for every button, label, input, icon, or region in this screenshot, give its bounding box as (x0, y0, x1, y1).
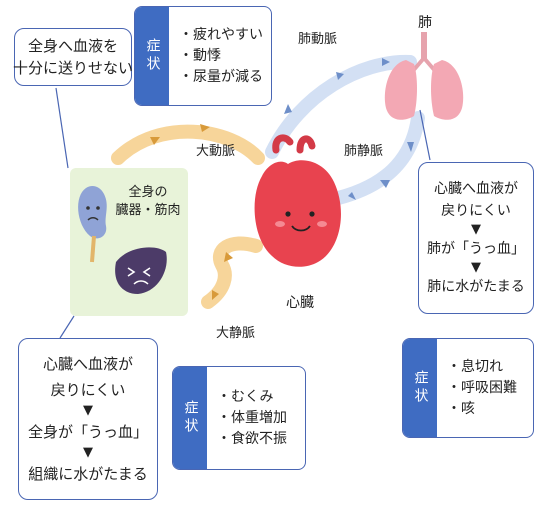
label-pulmonary-vein: 肺静脈 (344, 144, 384, 159)
label-aorta: 大動脈 (196, 144, 236, 159)
lungs-illustration (384, 32, 464, 120)
organs-label-line-1: 全身の (128, 185, 168, 200)
organs-label: 全身の 臓器・筋肉 (108, 184, 188, 220)
symptom-tag: 症状 (173, 367, 207, 469)
symptom-tag: 症状 (403, 339, 437, 437)
body-callout-line: 全身が「うっ血」 (27, 423, 148, 441)
lung-callout-line: 戻りにくい (441, 203, 511, 219)
body-callout-line: 心臓へ血液が (42, 355, 133, 373)
symptom-list: ・息切れ ・呼吸困難 ・咳 (447, 339, 517, 437)
symptom-item: ・息切れ (447, 358, 503, 375)
callout-line-2: 十分に送りせない (13, 59, 134, 77)
symptom-box-respiratory: 症状 ・息切れ ・呼吸困難 ・咳 (402, 338, 534, 438)
symptom-tag-text: 症状 (182, 400, 199, 436)
symptom-tag: 症状 (135, 7, 169, 105)
label-vena-cava: 大静脈 (216, 326, 256, 341)
vena-cava-vessel (201, 236, 263, 309)
symptom-item: ・体重増加 (217, 409, 287, 426)
label-pulmonary-artery: 肺動脈 (298, 32, 338, 47)
symptom-list: ・疲れやすい ・動悸 ・尿量が減る (179, 7, 263, 105)
callout-pointer-top-left (55, 87, 69, 169)
heart-illustration (254, 134, 341, 267)
label-lungs: 肺 (418, 15, 432, 31)
symptom-tag-text: 症状 (412, 370, 429, 406)
symptom-item: ・尿量が減る (179, 68, 263, 85)
symptom-item: ・呼吸困難 (447, 379, 517, 396)
symptom-item: ・むくみ (217, 388, 274, 405)
callout-lung-congestion: 心臓へ血液が 戻りにくい ▼ 肺が「うっ血」 ▼ 肺に水がたまる (418, 162, 534, 314)
label-heart: 心臓 (286, 295, 314, 311)
kidney-illustration (78, 186, 107, 263)
symptom-box-systemic: 症状 ・むくみ ・体重増加 ・食欲不振 (172, 366, 306, 470)
down-triangle-icon: ▼ (83, 445, 93, 460)
down-triangle-icon: ▼ (471, 222, 481, 237)
symptom-list: ・むくみ ・体重増加 ・食欲不振 (217, 367, 287, 469)
down-triangle-icon: ▼ (83, 403, 93, 418)
body-callout-line: 組織に水がたまる (28, 465, 148, 483)
pulmonary-artery-vessel (265, 54, 417, 159)
symptom-item: ・咳 (447, 400, 475, 417)
organs-label-line-2: 臓器・筋肉 (115, 203, 181, 218)
symptom-tag-text: 症状 (144, 38, 161, 74)
aorta-arrows (150, 124, 210, 145)
liver-illustration (115, 247, 167, 294)
pulmonary-vein-arrows (348, 142, 414, 200)
callout-systemic-congestion: 心臓へ血液が 戻りにくい ▼ 全身が「うっ血」 ▼ 組織に水がたまる (18, 338, 158, 500)
symptom-item: ・疲れやすい (179, 26, 263, 43)
symptom-box-general: 症状 ・疲れやすい ・動悸 ・尿量が減る (134, 6, 272, 106)
symptom-item: ・動悸 (179, 47, 221, 64)
lung-callout-line: 心臓へ血液が (434, 181, 518, 197)
pulmonary-artery-arrows (284, 58, 390, 114)
callout-pointer-lung (419, 109, 431, 161)
pulmonary-vein-vessel (323, 111, 425, 207)
callout-pointer-bottom-left (59, 315, 75, 339)
callout-line-1: 全身へ血液を (27, 37, 118, 55)
lung-callout-line: 肺に水がたまる (427, 279, 525, 295)
symptom-item: ・食欲不振 (217, 430, 287, 447)
vena-cava-arrows (212, 252, 233, 300)
down-triangle-icon: ▼ (471, 260, 481, 275)
body-callout-line: 戻りにくい (50, 381, 126, 399)
lung-callout-line: 肺が「うっ血」 (427, 241, 525, 257)
callout-insufficient-supply: 全身へ血液を 十分に送りせない (13, 28, 134, 86)
aorta-vessel (111, 124, 265, 165)
